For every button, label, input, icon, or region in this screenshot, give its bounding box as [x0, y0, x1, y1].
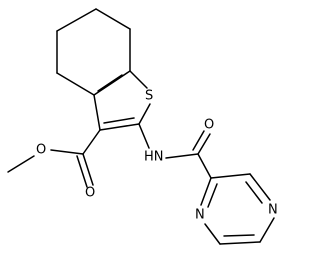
bond-c3-c4	[95, 8, 131, 30]
chemical-structure-diagram: S O O HN O N N	[7, 8, 278, 245]
bond-n-amide-c	[165, 153, 199, 159]
bond-pz-c3-n4	[249, 173, 271, 201]
amide-oxygen-label: O	[204, 118, 214, 133]
bond-amide-c-o-double-inner	[192, 130, 205, 151]
bond-ester-c-o-single	[50, 149, 84, 155]
bond-pz-c2-c3	[210, 173, 251, 179]
bond-pz-c6-n1	[204, 223, 221, 245]
bond-pz-n4-c5	[259, 217, 275, 243]
bond-amide-c-pyrazine	[197, 153, 212, 179]
methyl-ester-group	[7, 129, 101, 188]
bond-c6-c7	[56, 72, 95, 96]
bond-c7a-s	[129, 70, 148, 89]
bond-amide-c-o-double	[197, 133, 211, 155]
sulfur-atom-label: S	[145, 89, 153, 104]
bond-c2-c3-double	[99, 123, 140, 131]
bond-ester-c-o-double	[82, 153, 94, 186]
bond-c3-c3a	[93, 94, 101, 131]
atom-labels: S O O HN O N N	[36, 89, 278, 223]
bond-o-methyl	[7, 155, 35, 173]
bond-c3-ester-c	[82, 129, 101, 155]
amide-group	[138, 123, 212, 179]
bond-c4-c5	[56, 8, 97, 32]
bond-pz-n1-c2	[200, 177, 212, 206]
bond-c2-c3-double-inner	[103, 117, 135, 124]
bond-c2-n	[138, 123, 150, 149]
bond-ester-c-o-double-inner	[76, 155, 88, 188]
bond-pz-c3-n4-inner	[245, 181, 263, 204]
ester-ether-oxygen-label: O	[36, 143, 46, 158]
pyrazine-ring	[200, 173, 275, 245]
bond-c3a-c7a-double-inner	[97, 74, 123, 92]
bond-pz-c5-c6	[219, 241, 261, 245]
pyrazine-n1-label: N	[195, 208, 205, 223]
bond-pz-n1-c2-inner	[207, 183, 218, 208]
amide-nh-label: HN	[144, 150, 164, 165]
pyrazine-n4-label: N	[268, 203, 278, 218]
bond-pz-c5-c6-inner	[223, 234, 255, 237]
thiophene-ring	[93, 70, 151, 131]
bond-c3a-c7a-double	[93, 70, 131, 96]
ester-carbonyl-oxygen-label: O	[85, 186, 95, 201]
bond-s-c2	[138, 103, 151, 125]
cyclohexene-ring	[56, 8, 131, 96]
